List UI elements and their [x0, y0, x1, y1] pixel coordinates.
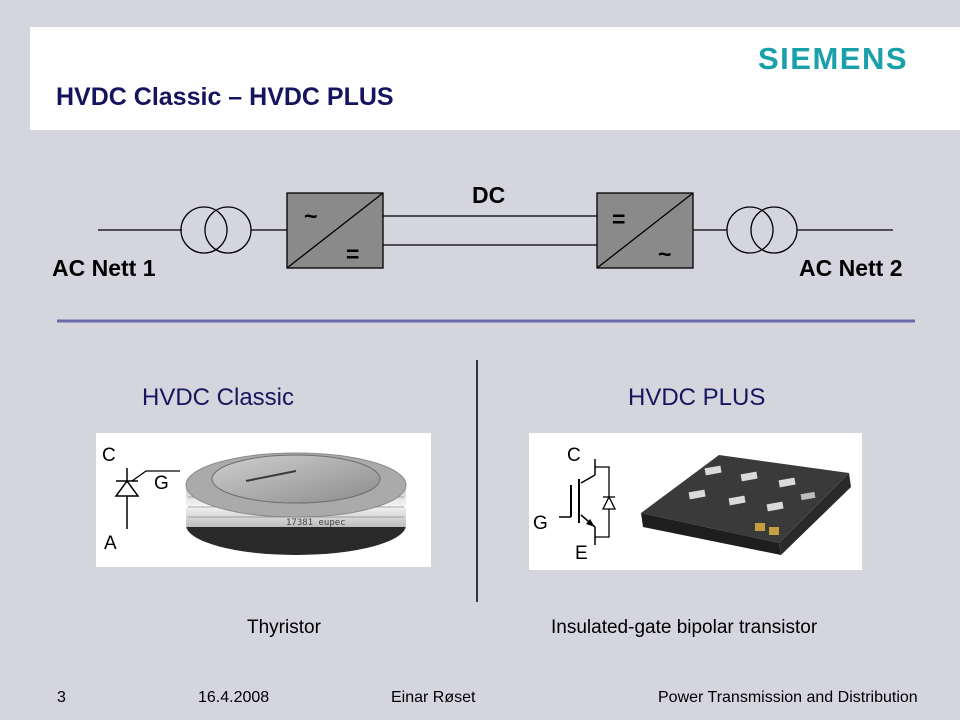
footer-date: 16.4.2008: [198, 689, 270, 706]
thyristor-triangle: [114, 479, 140, 497]
footer-author: Einar Røset: [391, 689, 476, 706]
converter-1-ac-symbol: ~: [304, 203, 318, 229]
svg-text:17381 eupec: 17381 eupec: [286, 518, 346, 528]
igbt-e-label: E: [575, 543, 588, 564]
siemens-logo: SIEMENS: [758, 41, 909, 76]
footer-division: Power Transmission and Distribution: [658, 689, 918, 706]
transformer-left-winding-2: [204, 206, 252, 254]
thyristor-c-label: C: [102, 445, 116, 466]
igbt-emitter-arrow: [586, 519, 595, 527]
thyristor-gate-lead: [131, 470, 180, 482]
thyristor-symbol: [114, 468, 180, 529]
igbt-symbol: [559, 459, 617, 545]
freewheel-diode-triangle: [601, 495, 617, 510]
page-number: 3: [57, 689, 66, 706]
converter-1-dc-symbol: =: [346, 241, 360, 267]
ac-nett-2-label: AC Nett 2: [799, 255, 903, 281]
igbt-g-label: G: [533, 513, 548, 534]
slide-title: HVDC Classic – HVDC PLUS: [56, 83, 394, 111]
thyristor-illustration: 17381 eupec: [185, 452, 407, 555]
header-band: HVDC Classic – HVDC PLUS SIEMENS: [30, 27, 960, 130]
hvdc-plus-heading: HVDC PLUS: [628, 384, 766, 411]
igbt-caption: Insulated-gate bipolar transistor: [551, 617, 818, 638]
igbt-collector-branch: [580, 474, 596, 484]
converter-2-diagonal: [596, 192, 694, 269]
converter-2-dc-symbol: =: [612, 206, 626, 232]
transformer-left-winding-1: [180, 206, 228, 254]
transformer-right-winding-2: [750, 206, 798, 254]
ac-nett-1-label: AC Nett 1: [52, 255, 156, 281]
thyristor-a-label: A: [104, 533, 117, 554]
igbt-c-label: C: [567, 445, 581, 466]
thyristor-caption: Thyristor: [247, 617, 321, 638]
converter-2-ac-symbol: ~: [658, 241, 672, 267]
hvdc-classic-heading: HVDC Classic: [142, 384, 295, 411]
igbt-photo: C G E: [529, 433, 862, 570]
dc-label: DC: [472, 182, 506, 208]
thyristor-g-label: G: [154, 473, 169, 494]
transformer-right-winding-1: [726, 206, 774, 254]
thyristor-photo: 17381 eupec C G A: [96, 433, 431, 567]
converter-1-diagonal: [286, 192, 384, 269]
igbt-module-illustration: [641, 455, 851, 555]
